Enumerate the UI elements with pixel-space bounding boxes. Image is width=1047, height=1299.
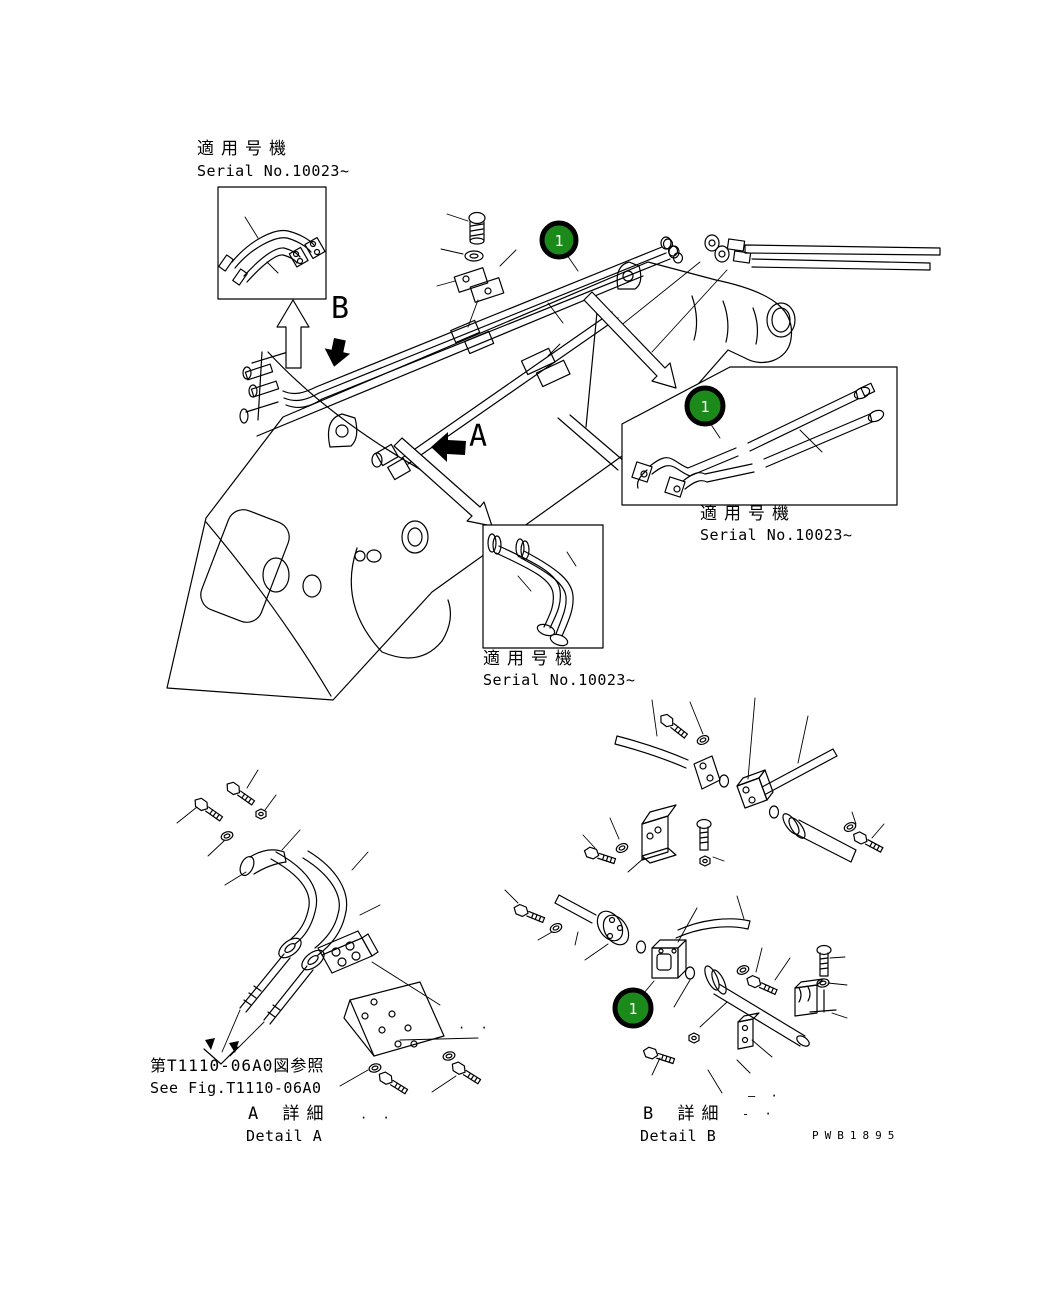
- view-arrow-down-hollow: [393, 437, 493, 527]
- detail-a-view: [176, 769, 483, 1097]
- mount-bracket: [641, 804, 677, 864]
- bolt-icon: [468, 211, 486, 225]
- callout-circle: [612, 987, 654, 1029]
- serial-label-right-en: Serial No.10023~: [700, 526, 853, 544]
- view-b-marker: B: [331, 291, 350, 326]
- stray-mark-b: - ·: [742, 1107, 776, 1121]
- view-arrow-right-hollow: [583, 291, 677, 389]
- serial-label-top-left-en: Serial No.10023~: [197, 162, 350, 180]
- view-arrow-up-hollow: [276, 299, 310, 369]
- alt-parts-box-right: [621, 366, 898, 506]
- callout-number: 1: [700, 398, 709, 416]
- view-b-arrow-solid: [324, 338, 351, 367]
- serial-label-center-en: Serial No.10023~: [483, 671, 636, 689]
- pipe-clamp-block: [794, 978, 824, 1017]
- detail-b-label-jp: B 詳細: [643, 1104, 726, 1124]
- view-a-marker: A: [469, 419, 488, 454]
- callout-circle: [539, 220, 579, 260]
- hose-assembly: [613, 234, 941, 353]
- pipe-flange: [693, 755, 721, 790]
- boom-tip-boss: [766, 302, 796, 338]
- callout-circle: [684, 385, 726, 427]
- reference-label-jp: 第T1110-06A0図参照: [150, 1056, 325, 1075]
- stray-mark-a: · ·: [360, 1111, 394, 1125]
- clamp-icon: [453, 267, 489, 293]
- boom-lug-mid: [327, 413, 358, 448]
- callout-number: 1: [628, 1000, 637, 1018]
- washer-icon: [464, 250, 484, 262]
- junction-block: [651, 939, 687, 979]
- boom-piping: [239, 238, 684, 481]
- callout-1-detail-b: 1: [612, 980, 655, 1029]
- mount-plate: [343, 981, 445, 1057]
- callout-1-top: 1: [539, 220, 579, 272]
- detail-a-label-en: Detail A: [246, 1127, 323, 1145]
- callout-number: 1: [554, 232, 563, 250]
- junction-block: [736, 769, 774, 809]
- clamp-hardware-top: [436, 211, 517, 328]
- boom-lug-top: [616, 261, 642, 290]
- box-frame: [621, 366, 898, 506]
- alt-parts-box-top-left: [217, 186, 327, 300]
- serial-label-top-left-jp: 適用号機: [197, 139, 293, 159]
- alt-parts-box-center: [482, 524, 604, 649]
- stray-mark-c: · ·: [458, 1021, 492, 1035]
- reference-label-en: See Fig.T1110-06A0: [150, 1079, 322, 1097]
- stray-mark-d: – ·: [748, 1089, 782, 1103]
- detail-a-label-jp: A 詳細: [248, 1104, 331, 1124]
- view-a-arrow-solid: [431, 432, 466, 462]
- detail-b-label-en: Detail B: [640, 1127, 717, 1145]
- pipe-clamp: [520, 347, 556, 376]
- serial-label-right-jp: 適用号機: [700, 504, 796, 524]
- detail-b-view: [504, 697, 885, 1094]
- spacer-block: [737, 1012, 760, 1050]
- serial-label-center-jp: 適用号機: [483, 649, 579, 669]
- box-frame: [482, 524, 604, 649]
- callout-1-right: 1: [684, 385, 726, 439]
- manifold-block: [317, 930, 379, 974]
- drawing-code: PWB1895: [812, 1129, 901, 1142]
- pipe-clamp: [450, 319, 481, 344]
